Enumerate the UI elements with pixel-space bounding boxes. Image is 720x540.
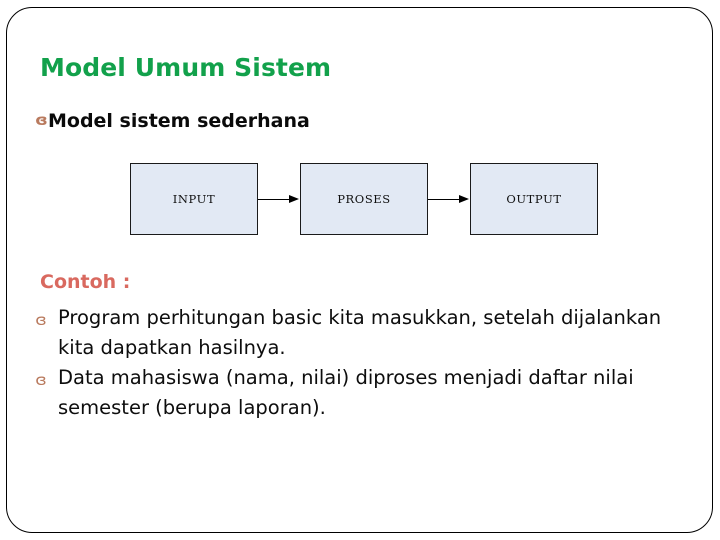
flow-box-input-label: INPUT (172, 192, 216, 206)
list-item: ɞ Program perhitungan basic kita masukka… (35, 303, 696, 363)
slide-border-frame (6, 7, 713, 533)
arrow-head-icon (289, 194, 299, 203)
list-item-text: Data mahasiswa (nama, nilai) diproses me… (58, 366, 634, 419)
arrow-shaft (428, 199, 461, 201)
example-section-label: Contoh : (40, 271, 131, 293)
ornament-bullet-icon: ɞ (35, 111, 48, 129)
page-title: Model Umum Sistem (40, 53, 332, 82)
flow-box-proses-label: PROSES (337, 192, 391, 206)
flow-box-output-label: OUTPUT (506, 192, 562, 206)
arrow-shaft (258, 199, 291, 201)
flow-box-output: OUTPUT (470, 163, 598, 235)
example-bullet-list: ɞ Program perhitungan basic kita masukka… (35, 303, 696, 423)
list-item: ɞ Data mahasiswa (nama, nilai) diproses … (35, 363, 696, 423)
flow-box-input: INPUT (130, 163, 258, 235)
flow-diagram: INPUT PROSES OUTPUT (130, 163, 600, 236)
flow-arrow-proses-to-output (428, 194, 470, 203)
arrow-head-icon (459, 194, 469, 203)
subheading-bullet-line: ɞModel sistem sederhana (35, 110, 310, 132)
flow-box-proses: PROSES (300, 163, 428, 235)
ornament-bullet-icon: ɞ (35, 311, 47, 329)
ornament-bullet-icon: ɞ (35, 371, 47, 389)
flow-arrow-input-to-proses (258, 194, 300, 203)
subheading-label: Model sistem sederhana (47, 110, 310, 132)
list-item-text: Program perhitungan basic kita masukkan,… (58, 306, 662, 359)
